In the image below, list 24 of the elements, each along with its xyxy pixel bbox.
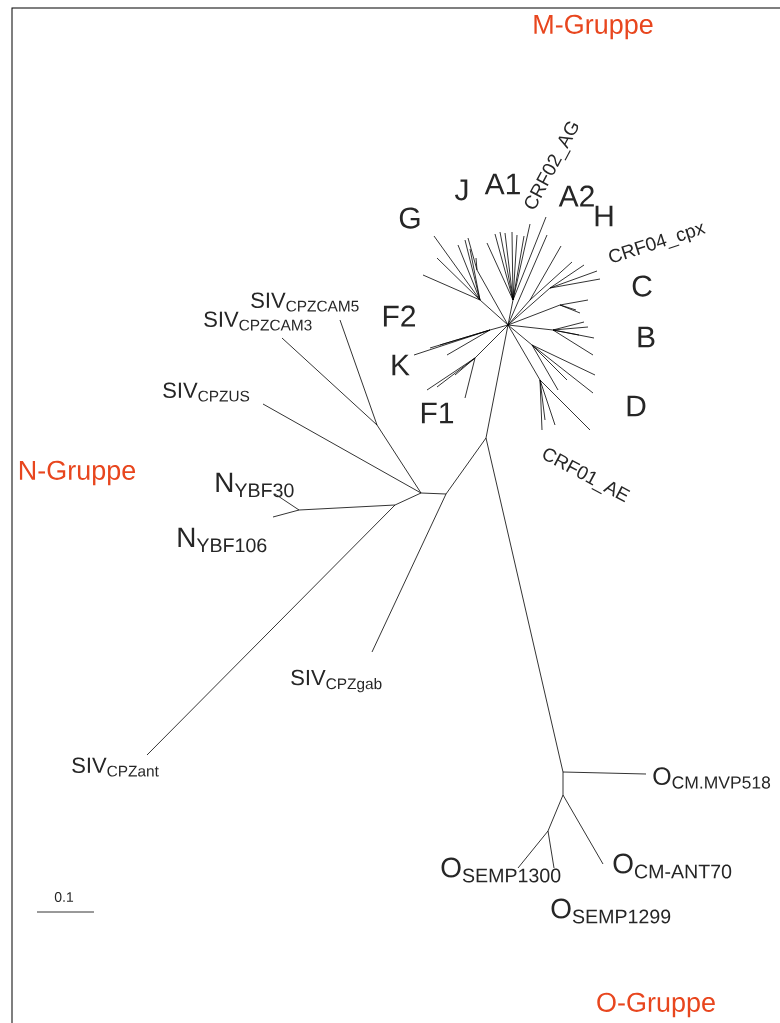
taxon-label: SIV$_{CPZgab}$ — [291, 669, 382, 693]
taxon-label: O$_{SEMP1299}$ — [551, 898, 671, 924]
taxon-label: O$_{SEMP1300}$ — [441, 857, 561, 883]
group-label: M-Gruppe — [534, 14, 653, 40]
taxon-label: SIV$_{CPZUS}$ — [163, 382, 250, 402]
clade-label: K — [392, 354, 410, 376]
taxon-label: SIV$_{CPZCAM5}$ — [251, 292, 359, 312]
group-label: O-Gruppe — [597, 992, 715, 1018]
clade-label: F2 — [383, 305, 415, 327]
taxon-label: SIV$_{CPZant}$ — [72, 757, 159, 777]
clade-label: G — [399, 207, 420, 229]
clade-label: B — [638, 326, 655, 348]
taxon-label: N$_{YBF106}$ — [178, 527, 267, 553]
clade-label: J — [454, 179, 468, 201]
taxon-label: O$_{CM-ANT70}$ — [613, 853, 732, 879]
clade-label: C — [632, 275, 652, 297]
clade-label: D — [627, 395, 646, 417]
taxon-label: SIV$_{CPZCAM3}$ — [204, 311, 312, 331]
taxon-label: N$_{YBF30}$ — [216, 472, 294, 498]
clade-label: A1 — [484, 173, 520, 195]
clade-label: F1 — [421, 402, 454, 424]
taxon-label: O$_{CM.MVP518}$ — [653, 767, 771, 789]
group-label: N-Gruppe — [19, 460, 136, 486]
scale-label: 0.1 — [54, 892, 74, 902]
